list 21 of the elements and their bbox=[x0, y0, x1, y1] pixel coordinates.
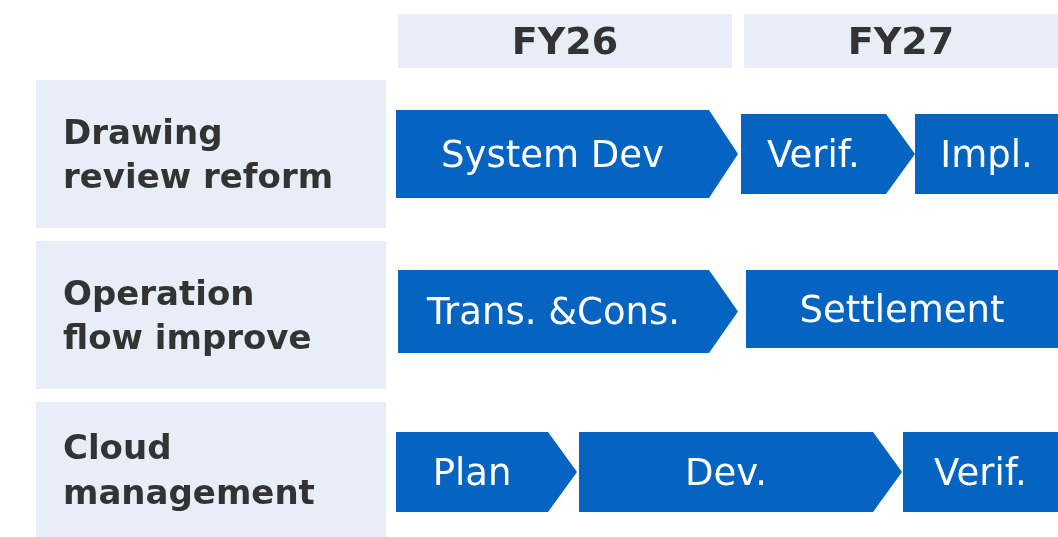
row-header: Cloud management bbox=[36, 402, 386, 537]
phase-step bbox=[396, 432, 577, 512]
year-header: FY27 bbox=[744, 14, 1058, 68]
phase-step bbox=[396, 110, 738, 198]
step-label: Plan bbox=[432, 450, 512, 494]
step-label: Verif. bbox=[934, 450, 1027, 494]
step-label: Trans. &Cons. bbox=[426, 290, 681, 333]
step-label: Verif. bbox=[767, 132, 860, 176]
phase-step bbox=[746, 270, 1058, 348]
row-header: Operation flow improve bbox=[36, 241, 386, 389]
step-label: System Dev bbox=[441, 132, 664, 176]
phase-step bbox=[915, 114, 1058, 194]
step-label: Dev. bbox=[684, 450, 767, 494]
year-header: FY26 bbox=[398, 14, 732, 68]
phase-step bbox=[741, 114, 915, 194]
step-label: Impl. bbox=[940, 132, 1033, 176]
phase-step bbox=[579, 432, 902, 512]
phase-step bbox=[903, 432, 1058, 512]
row-header: Drawing review reform bbox=[36, 80, 386, 228]
step-label: Settlement bbox=[799, 287, 1005, 331]
phase-step bbox=[398, 270, 738, 353]
